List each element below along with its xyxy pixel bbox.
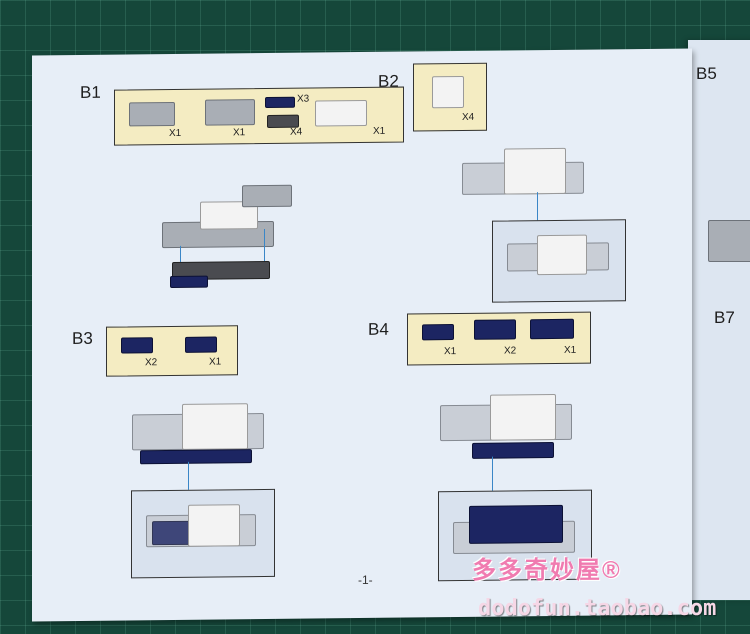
b2-parts-box: X4 xyxy=(413,62,487,132)
step-label-b7: B7 xyxy=(714,308,735,327)
b2-assembly-brackets xyxy=(504,147,566,195)
b4-part-qty: X1 xyxy=(564,344,577,356)
b3-part-navy-slope xyxy=(121,337,153,354)
b1-part-qty: X1 xyxy=(169,127,182,140)
b3-inset-navy xyxy=(152,520,190,546)
b4-part-navy-tile xyxy=(422,324,454,341)
b2-detail-inset xyxy=(492,219,626,303)
step-label-b5: B5 xyxy=(696,64,717,83)
b3-inset-brackets xyxy=(188,504,240,547)
step-label-b4: B4 xyxy=(368,319,389,339)
b4-connector-line xyxy=(492,456,493,493)
b5-partial-model xyxy=(708,220,750,262)
b1-part-qty: X3 xyxy=(297,93,310,105)
b3-assembly-navy xyxy=(140,449,252,465)
b4-part-qty: X1 xyxy=(444,346,457,358)
watermark-logo-text: 多多奇妙屋® xyxy=(472,557,622,584)
b1-part-hinge-plate xyxy=(129,101,175,127)
b1-part-white-brick xyxy=(315,99,367,127)
b2-inset-brackets xyxy=(537,234,587,276)
b1-assembly-navy-plate xyxy=(170,275,208,289)
step-label-b2: B2 xyxy=(378,71,399,91)
b3-detail-inset xyxy=(131,488,275,579)
b3-parts-box: X2 X1 xyxy=(106,325,238,377)
b1-part-qty: X1 xyxy=(233,127,246,139)
b4-inset-navy-plates xyxy=(469,504,563,544)
b3-connector-line xyxy=(188,461,189,492)
b1-part-qty: X4 xyxy=(290,126,303,138)
b3-assembly-brackets xyxy=(182,403,248,450)
b1-parts-box: X1 X1 X3 X4 X1 xyxy=(114,86,404,146)
b4-part-navy-plate-studs xyxy=(530,318,574,340)
instruction-page: B1 X1 X1 X3 X4 X1 B2 X4 B3 X2 xyxy=(32,48,692,622)
b4-part-qty: X2 xyxy=(504,345,517,357)
b3-part-qty: X1 xyxy=(209,356,222,368)
page-number: -1- xyxy=(358,573,373,587)
step-label-b3: B3 xyxy=(72,328,93,349)
b3-part-qty: X2 xyxy=(145,357,158,369)
b2-connector-line xyxy=(537,192,538,223)
b1-assembly-hinge xyxy=(242,184,292,208)
b4-part-navy-plate-4x4 xyxy=(474,319,516,340)
b2-part-bracket xyxy=(432,75,464,109)
right-page: B5 B7 xyxy=(688,40,750,600)
b4-parts-box: X1 X2 X1 xyxy=(407,311,591,366)
b1-connector-line xyxy=(264,229,265,266)
b2-part-qty: X4 xyxy=(462,111,475,123)
b4-assembly-brackets xyxy=(490,393,556,441)
watermark-url: dodofun.taobao.com xyxy=(478,596,717,621)
b1-part-qty: X1 xyxy=(373,125,386,137)
step-label-b1: B1 xyxy=(80,82,101,102)
b1-part-navy-plate xyxy=(265,96,295,109)
b3-part-navy-plate xyxy=(185,336,217,353)
b1-part-hinge-brick xyxy=(205,99,255,126)
b4-assembly-navy xyxy=(472,441,554,459)
